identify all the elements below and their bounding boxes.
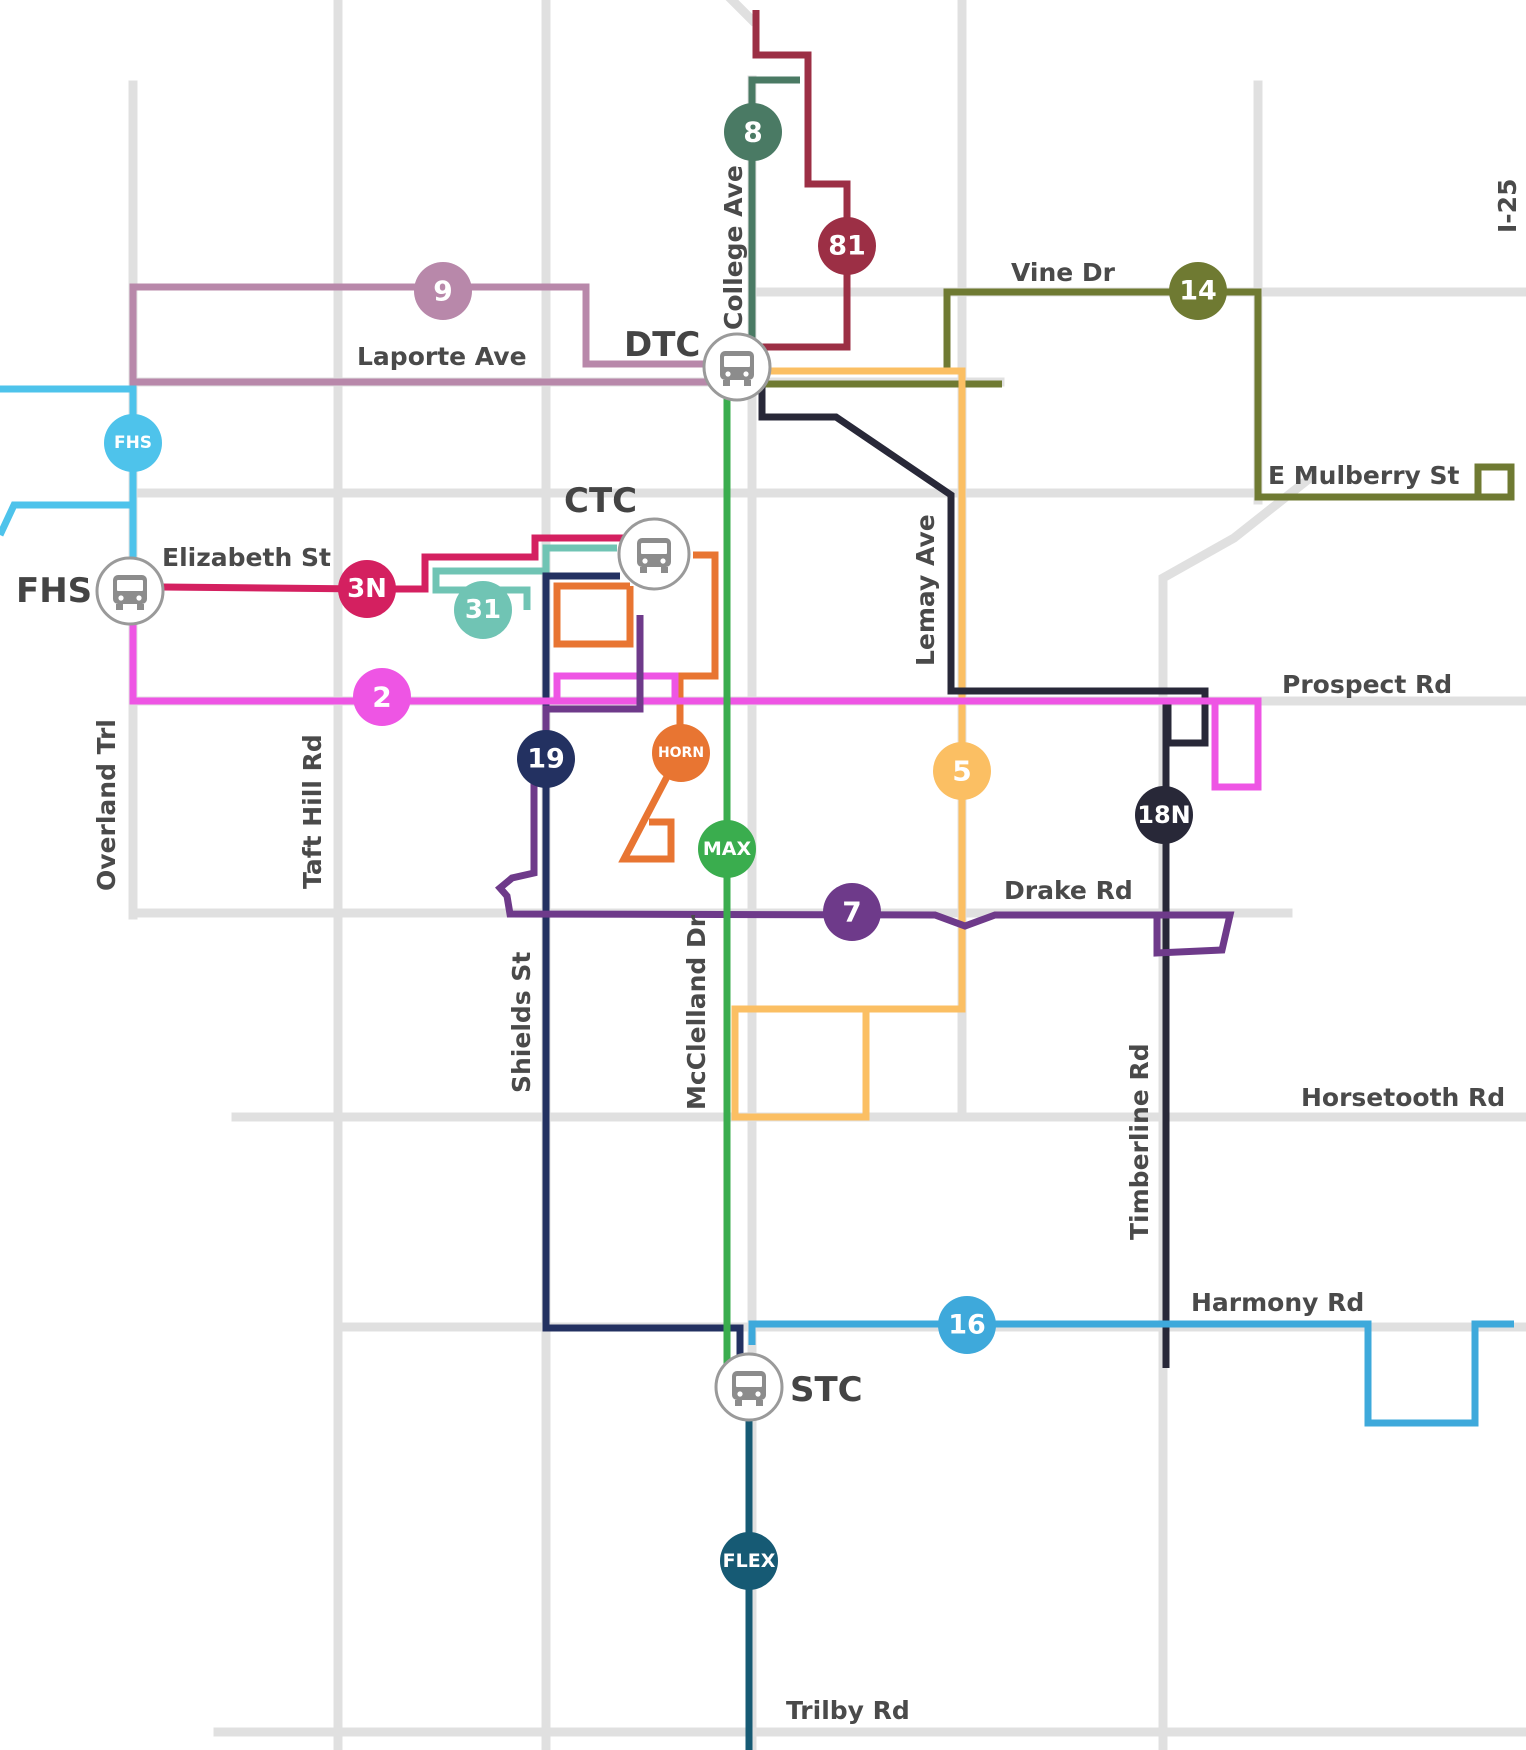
station-label-stc: STC bbox=[790, 1370, 863, 1410]
route-badge-label: 31 bbox=[465, 595, 501, 625]
route-badge-label: 8 bbox=[743, 116, 762, 149]
route-line-r16 bbox=[748, 1320, 1514, 1427]
route-badge-label: 19 bbox=[527, 744, 565, 775]
street-label-taft: Taft Hill Rd bbox=[298, 734, 327, 889]
street-label-vine: Vine Dr bbox=[1011, 258, 1116, 287]
route-line-r8 bbox=[748, 76, 800, 355]
route-badge-r18n[interactable]: 18N bbox=[1135, 786, 1193, 844]
route-badge-label: 5 bbox=[952, 755, 971, 788]
route-badge-r31[interactable]: 31 bbox=[454, 581, 512, 639]
route-line-r81 bbox=[752, 10, 851, 351]
route-badge-r14[interactable]: 14 bbox=[1169, 262, 1227, 320]
street-label-i25: I-25 bbox=[1493, 179, 1522, 233]
route-badge-label: 14 bbox=[1179, 276, 1217, 307]
route-badge-label: 16 bbox=[948, 1310, 986, 1341]
route-badges: 8 81 9 14 FHS 3N 31 2 bbox=[104, 103, 1227, 1590]
route-badge-fhs[interactable]: FHS bbox=[104, 414, 162, 472]
street-college-north-diagonal bbox=[725, 0, 759, 27]
street-label-overland: Overland Trl bbox=[92, 719, 121, 891]
station-stc[interactable] bbox=[714, 1352, 784, 1422]
bus-icon bbox=[732, 1371, 766, 1406]
street-label-timberline: Timberline Rd bbox=[1125, 1043, 1154, 1240]
route-line-r9 bbox=[129, 283, 718, 386]
station-label-fhs: FHS bbox=[16, 571, 92, 611]
route-line-r31 bbox=[432, 544, 617, 610]
street-label-mulberry: E Mulberry St bbox=[1268, 461, 1460, 490]
street-label-harmony: Harmony Rd bbox=[1191, 1288, 1364, 1317]
station-labels: DTC CTC FHS STC bbox=[16, 325, 863, 1410]
route-badge-r9[interactable]: 9 bbox=[414, 262, 472, 320]
route-badge-r2[interactable]: 2 bbox=[353, 668, 411, 726]
bus-icon bbox=[720, 351, 754, 386]
route-badge-r5[interactable]: 5 bbox=[933, 742, 991, 800]
route-badge-r3n[interactable]: 3N bbox=[338, 560, 396, 618]
route-badge-r8[interactable]: 8 bbox=[724, 103, 782, 161]
route-badge-r7[interactable]: 7 bbox=[823, 883, 881, 941]
street-label-laporte: Laporte Ave bbox=[357, 342, 527, 371]
route-line-r19 bbox=[542, 572, 744, 1360]
route-badge-r19[interactable]: 19 bbox=[517, 730, 575, 788]
route-badge-label: FLEX bbox=[723, 1550, 776, 1572]
route-badge-label: 18N bbox=[1137, 801, 1190, 829]
route-badge-label: 2 bbox=[372, 681, 391, 714]
route-badge-max[interactable]: MAX bbox=[698, 820, 756, 878]
street-label-trilby: Trilby Rd bbox=[786, 1696, 910, 1725]
route-line-r5 bbox=[731, 367, 966, 1121]
route-badge-label: 3N bbox=[347, 574, 387, 604]
street-label-shields: Shields St bbox=[507, 952, 536, 1093]
route-badge-label: MAX bbox=[703, 838, 752, 860]
route-badge-flex[interactable]: FLEX bbox=[720, 1532, 778, 1590]
stations bbox=[95, 332, 784, 1422]
street-i25-diagonal bbox=[1158, 471, 1317, 590]
route-badge-label: FHS bbox=[114, 433, 152, 453]
route-lines bbox=[0, 10, 1515, 1750]
route-line-fhs bbox=[0, 385, 137, 585]
bus-icon bbox=[113, 575, 147, 610]
street-label-prospect: Prospect Rd bbox=[1282, 670, 1452, 699]
route-badge-label: 9 bbox=[433, 275, 452, 308]
route-badge-label: 7 bbox=[842, 896, 861, 929]
station-label-dtc: DTC bbox=[624, 325, 700, 365]
street-label-college: College Ave bbox=[719, 165, 748, 330]
station-dtc[interactable] bbox=[702, 332, 772, 402]
street-label-horsetooth: Horsetooth Rd bbox=[1301, 1083, 1505, 1112]
station-label-ctc: CTC bbox=[564, 481, 637, 521]
station-ctc[interactable] bbox=[617, 517, 691, 591]
street-label-mcclelland: McClelland Dr bbox=[682, 914, 711, 1110]
route-badge-label: HORN bbox=[658, 745, 704, 761]
street-labels: Vine Dr Laporte Ave E Mulberry St Elizab… bbox=[92, 165, 1522, 1725]
route-badge-r16[interactable]: 16 bbox=[938, 1296, 996, 1354]
route-line-r2 bbox=[129, 615, 1262, 791]
station-fhs[interactable] bbox=[95, 556, 165, 626]
route-badge-label: 81 bbox=[828, 231, 866, 262]
bus-icon bbox=[637, 538, 671, 573]
route-badge-horn[interactable]: HORN bbox=[652, 724, 710, 782]
street-label-lemay: Lemay Ave bbox=[911, 514, 940, 666]
street-label-drake: Drake Rd bbox=[1004, 876, 1133, 905]
route-badge-r81[interactable]: 81 bbox=[818, 217, 876, 275]
street-label-elizabeth: Elizabeth St bbox=[162, 543, 331, 572]
